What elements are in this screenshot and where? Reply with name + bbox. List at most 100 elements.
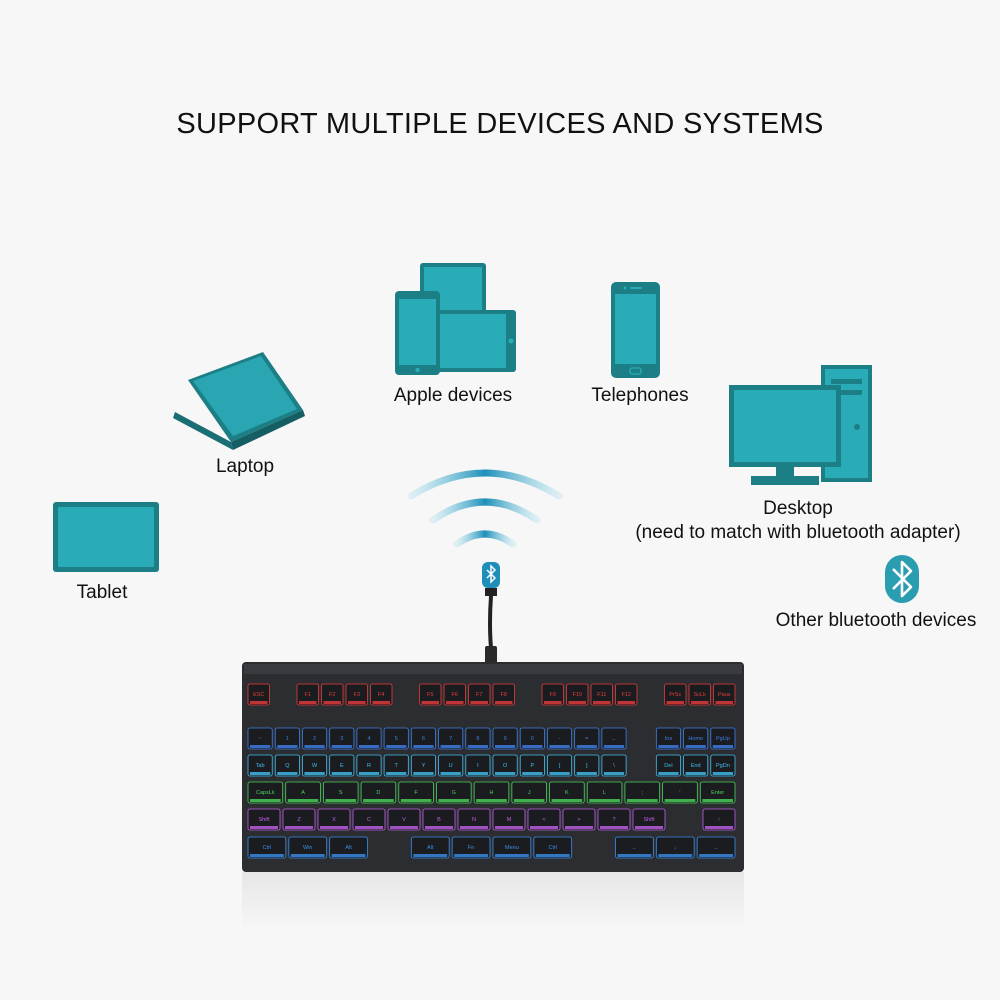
keyboard-key bbox=[492, 727, 518, 750]
apple-devices-label: Apple devices bbox=[393, 385, 513, 406]
key-legend: C bbox=[367, 817, 371, 823]
key-legend: ← bbox=[611, 736, 617, 742]
key-legend: P bbox=[530, 763, 534, 769]
keyboard-key bbox=[541, 683, 564, 706]
key-legend: Z bbox=[297, 817, 301, 823]
key-backlight bbox=[495, 745, 516, 748]
keyboard-key bbox=[387, 808, 421, 831]
key-backlight bbox=[390, 826, 418, 829]
key-backlight bbox=[348, 701, 366, 704]
keyboard-key bbox=[615, 683, 638, 706]
keyboard-key bbox=[410, 836, 450, 859]
keyboard-key bbox=[383, 727, 409, 750]
key-legend: Home bbox=[688, 736, 703, 742]
key-legend: 2 bbox=[313, 736, 316, 742]
keyboard-key bbox=[468, 683, 491, 706]
keyboard-key bbox=[370, 683, 393, 706]
keyboard-key bbox=[615, 836, 654, 859]
key-legend: ScLk bbox=[694, 692, 706, 698]
key-backlight bbox=[413, 772, 434, 775]
key-backlight bbox=[522, 772, 543, 775]
keyboard-key bbox=[360, 781, 397, 804]
key-legend: J bbox=[528, 790, 531, 796]
key-backlight bbox=[666, 701, 684, 704]
key-legend: 5 bbox=[395, 736, 398, 742]
key-backlight bbox=[535, 854, 570, 857]
keyboard-key bbox=[710, 754, 736, 777]
key-legend: R bbox=[367, 763, 371, 769]
key-backlight bbox=[438, 799, 470, 802]
key-legend: H bbox=[490, 790, 494, 796]
keyboard-key bbox=[247, 836, 287, 859]
keyboard-key bbox=[511, 781, 547, 804]
key-backlight bbox=[331, 772, 352, 775]
key-backlight bbox=[467, 745, 488, 748]
keyboard-key bbox=[699, 781, 736, 804]
keyboard-key bbox=[683, 754, 709, 777]
key-legend: G bbox=[452, 790, 456, 796]
bluetooth-icon bbox=[885, 555, 919, 603]
keyboard-key bbox=[662, 781, 698, 804]
key-legend: N bbox=[472, 817, 476, 823]
key-backlight bbox=[299, 701, 317, 704]
keyboard-key bbox=[549, 781, 585, 804]
key-legend: B bbox=[437, 817, 441, 823]
key-backlight bbox=[250, 799, 281, 802]
keyboard-key bbox=[574, 754, 600, 777]
keyboard-reflection bbox=[242, 872, 744, 932]
keyboard-key bbox=[655, 754, 681, 777]
key-legend: F4 bbox=[378, 692, 384, 698]
key-backlight bbox=[549, 745, 570, 748]
keyboard-key bbox=[702, 808, 736, 831]
key-backlight bbox=[250, 826, 278, 829]
keyboard-key bbox=[329, 836, 368, 859]
keyboard-key bbox=[329, 727, 355, 750]
keyboard-key bbox=[247, 781, 284, 804]
key-legend: 1 bbox=[286, 736, 289, 742]
key-legend: [ bbox=[559, 763, 561, 769]
key-legend: PgUp bbox=[716, 736, 730, 742]
key-legend: Ctrl bbox=[263, 845, 272, 851]
keyboard-key bbox=[356, 727, 382, 750]
keyboard-key bbox=[527, 808, 561, 831]
key-legend: F2 bbox=[329, 692, 335, 698]
key-backlight bbox=[576, 745, 597, 748]
key-legend: I bbox=[477, 763, 479, 769]
key-legend: - bbox=[559, 736, 561, 742]
keyboard-key bbox=[274, 727, 300, 750]
key-legend: CapsLk bbox=[256, 790, 275, 796]
key-legend: \ bbox=[613, 763, 615, 769]
key-legend: F6 bbox=[452, 692, 458, 698]
key-legend: Q bbox=[285, 763, 290, 769]
keyboard-key bbox=[710, 727, 736, 750]
keyboard-key bbox=[586, 781, 623, 804]
key-backlight bbox=[386, 745, 407, 748]
key-backlight bbox=[421, 701, 439, 704]
keyboard-key bbox=[345, 683, 368, 706]
key-backlight bbox=[702, 799, 733, 802]
keyboard-key bbox=[683, 727, 709, 750]
key-backlight bbox=[440, 772, 461, 775]
keyboard-key bbox=[247, 754, 273, 777]
keyboard-key bbox=[597, 808, 631, 831]
key-legend: S bbox=[339, 790, 343, 796]
desktop-icon bbox=[729, 365, 873, 487]
key-backlight bbox=[513, 799, 545, 802]
key-legend: Paus bbox=[718, 692, 731, 698]
key-legend: A bbox=[301, 790, 305, 796]
key-backlight bbox=[446, 701, 464, 704]
key-backlight bbox=[699, 854, 733, 857]
key-legend: T bbox=[395, 763, 399, 769]
key-backlight bbox=[331, 745, 352, 748]
key-legend: 3 bbox=[340, 736, 343, 742]
key-legend: K bbox=[565, 790, 569, 796]
keyboard-key bbox=[438, 754, 464, 777]
keyboard-key bbox=[436, 781, 472, 804]
key-backlight bbox=[358, 745, 380, 748]
keyboard-key bbox=[302, 727, 328, 750]
key-backlight bbox=[372, 701, 390, 704]
apple-devices-icon bbox=[395, 263, 517, 375]
key-backlight bbox=[600, 826, 628, 829]
key-legend: End bbox=[691, 763, 701, 769]
keyboard-key bbox=[655, 836, 695, 859]
